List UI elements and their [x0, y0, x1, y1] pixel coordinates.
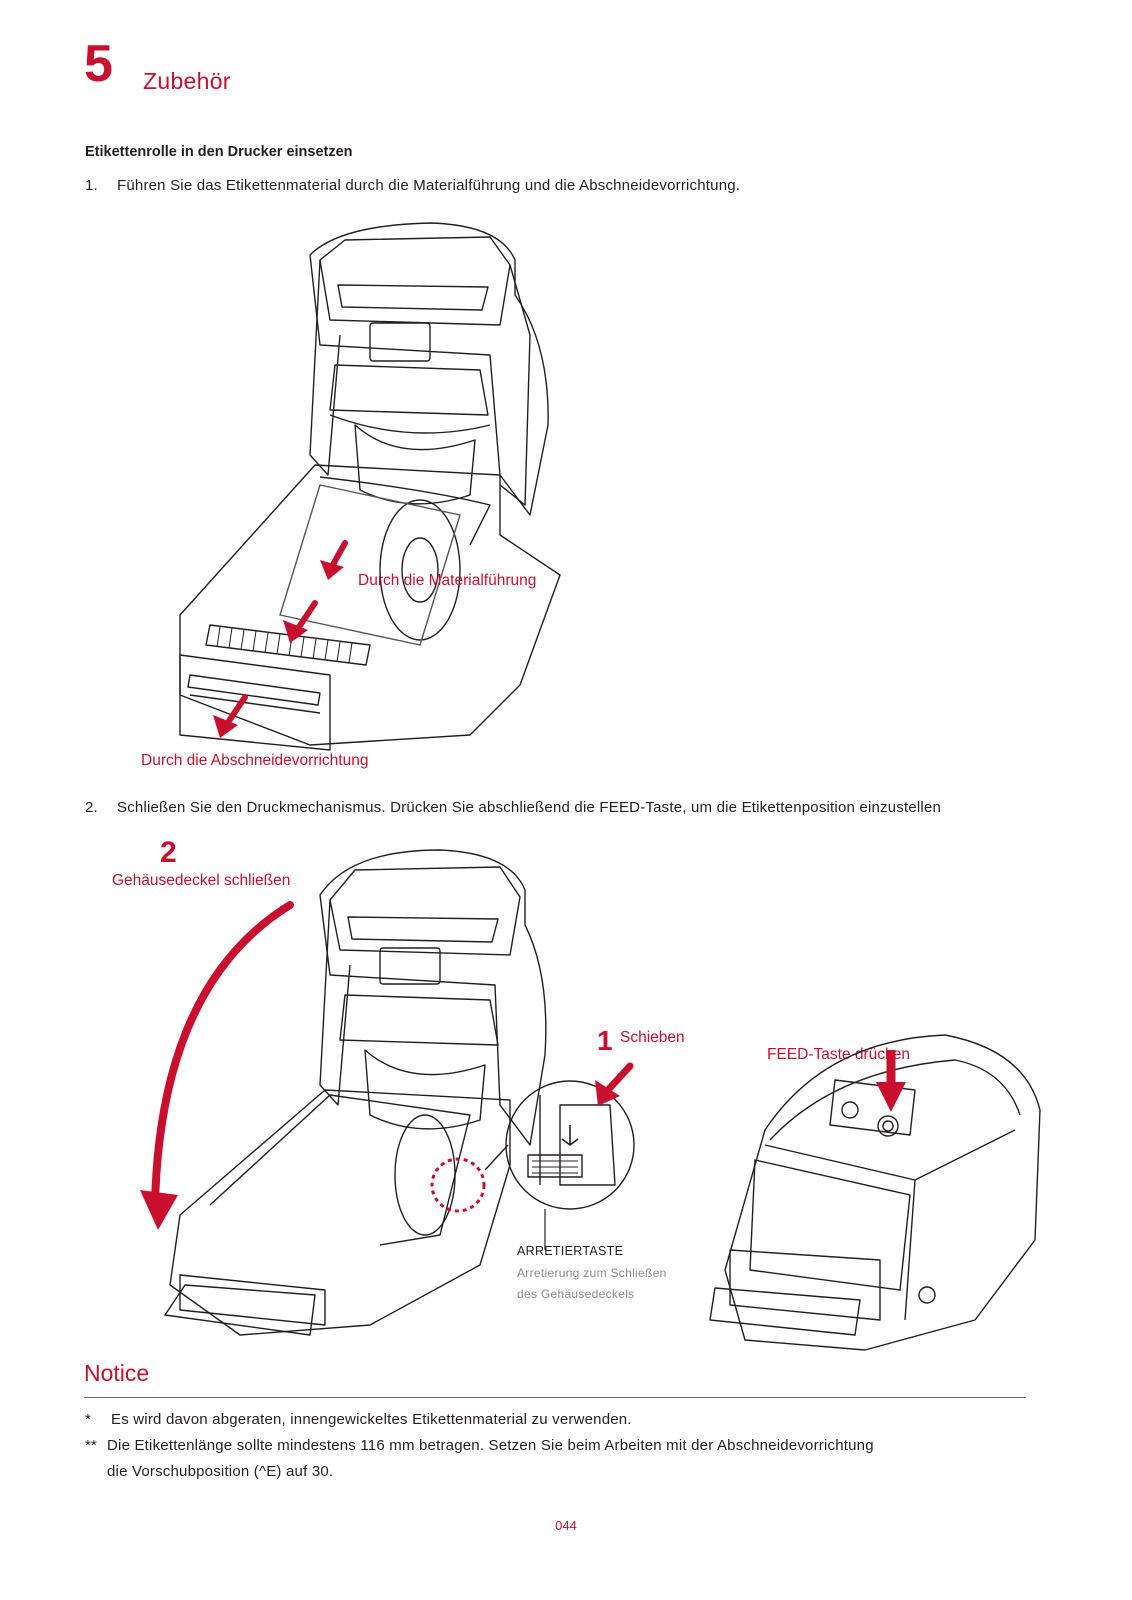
step-1-text: Führen Sie das Etikettenmaterial durch d… — [117, 177, 741, 194]
step-2-text: Schließen Sie den Druckmechanismus. Drüc… — [117, 799, 942, 816]
close-cover-label: Gehäusedeckel schließen — [112, 872, 291, 889]
step2-number-label: 2 — [160, 836, 177, 869]
step1-number-label: 1 — [597, 1025, 613, 1056]
chapter-title: Zubehör — [143, 68, 231, 94]
page-number: 044 — [555, 1518, 577, 1533]
lock-button-desc-2: des Gehäusedeckels — [517, 1287, 635, 1301]
notice-title: Notice — [84, 1360, 150, 1386]
printer-open-illustration — [179, 222, 561, 751]
slide-arrow-icon — [595, 1062, 634, 1106]
notice-item-2-text-line2: die Vorschubposition (^E) auf 30. — [107, 1463, 334, 1480]
notice-item-1-text: Es wird davon abgeraten, innengewickelte… — [111, 1411, 632, 1428]
step-1-number: 1. — [85, 177, 98, 194]
notice-item-2-text-line1: Die Etikettenlänge sollte mindestens 116… — [107, 1437, 874, 1454]
step-1: 1. Führen Sie das Etikettenmaterial durch… — [85, 177, 740, 194]
lock-detail-inset — [505, 1080, 635, 1250]
notice-item-2: ** Die Etikettenlänge sollte mindestens 1… — [85, 1433, 874, 1485]
label-media-guide: Durch die Materialführung — [358, 572, 537, 589]
printer-closed-illustration — [709, 1034, 1041, 1351]
printer-close-illustration — [140, 849, 547, 1336]
notice-divider — [84, 1397, 1026, 1398]
notice-item-1-marker: * — [85, 1411, 92, 1428]
step-2: 2. Schließen Sie den Druckmechanismus. Dr… — [85, 799, 941, 816]
section-heading: Etikettenrolle in den Drucker einsetzen — [85, 144, 353, 160]
chapter-number: 5 — [84, 35, 113, 93]
feed-button-label: FEED-Taste drücken — [767, 1046, 910, 1063]
step-2-number: 2. — [85, 799, 98, 816]
label-cutter: Durch die Abschneidevorrichtung — [141, 752, 369, 769]
lock-button-title: ARRETIERTASTE — [517, 1244, 624, 1258]
notice-item-2-marker: ** — [85, 1437, 98, 1454]
slide-label: Schieben — [620, 1029, 685, 1046]
lock-button-desc-1: Arretierung zum Schließen — [517, 1266, 667, 1280]
notice-item-1: * Es wird davon abgeraten, innengewickelt… — [85, 1407, 632, 1433]
